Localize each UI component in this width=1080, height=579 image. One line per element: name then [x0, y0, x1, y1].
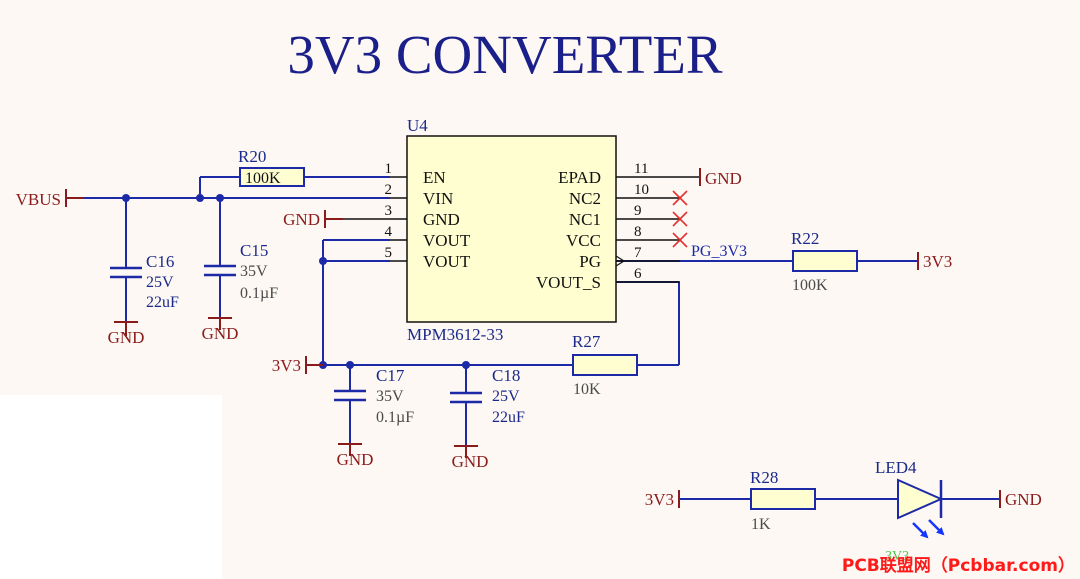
pin-number: 3: [385, 203, 393, 219]
resistor-value: 100K: [245, 170, 281, 187]
resistor-ref: R22: [791, 229, 819, 248]
resistor-ref: R27: [572, 332, 601, 351]
capacitor-c18: [450, 391, 482, 404]
power-label-gnd: GND: [705, 169, 742, 188]
pin-number: 2: [385, 182, 393, 198]
white-background-patch: [0, 395, 222, 579]
capacitor-voltage: 25V: [492, 388, 520, 405]
pin-number: 5: [385, 245, 393, 261]
pin-number: 7: [634, 245, 642, 261]
led-emission-arrow: [928, 519, 945, 536]
no-connects: [672, 190, 688, 248]
capacitor-value: 0.1µF: [240, 285, 278, 302]
capacitor-ref: C18: [492, 366, 520, 385]
resistor-r22: R22 100K: [791, 229, 858, 294]
pin-name: NC2: [569, 189, 601, 208]
watermark: PCB联盟网（Pcbbar.com）: [842, 555, 1075, 576]
pin-name: VIN: [423, 189, 453, 208]
junction-dot: [319, 257, 327, 265]
pin-number: 1: [385, 161, 393, 177]
pin-number: 8: [634, 224, 642, 240]
resistor-ref: R28: [750, 468, 778, 487]
capacitor-voltage: 35V: [240, 263, 268, 280]
pg-output-marker: [615, 255, 626, 267]
pin-name: VOUT: [423, 252, 471, 271]
capacitor-voltage: 25V: [146, 274, 174, 291]
power-label-gnd: GND: [202, 324, 239, 343]
pin-name: EPAD: [558, 168, 601, 187]
junction-dot: [462, 361, 470, 369]
power-label-3v3: 3V3: [645, 490, 674, 509]
led-emission-arrow: [912, 522, 929, 539]
resistor-value: 1K: [751, 516, 771, 533]
watermark-ghost: 3V3: [885, 549, 909, 564]
net-label-pg: PG_3V3: [691, 243, 747, 260]
no-connect-cross: [672, 190, 688, 206]
resistor-value: 100K: [792, 277, 828, 294]
power-label-gnd: GND: [337, 450, 374, 469]
capacitor-value: 22uF: [492, 409, 525, 426]
ic-u4: U4 MPM3612-33 1 2 3 4 5 EN VIN GND VOUT …: [385, 116, 650, 344]
capacitor-c17: [334, 389, 366, 402]
pin-name: PG: [579, 252, 601, 271]
power-label-gnd: GND: [283, 210, 320, 229]
pin-name: EN: [423, 168, 446, 187]
pin-name: VOUT: [423, 231, 471, 250]
resistor-r28: R28 1K: [750, 468, 816, 533]
led-ref: LED4: [875, 458, 917, 477]
page-title: 3V3 CONVERTER: [287, 24, 722, 85]
capacitor-ref: C15: [240, 241, 268, 260]
pin-number: 11: [634, 161, 648, 177]
power-label-gnd: GND: [1005, 490, 1042, 509]
ic-designator: U4: [407, 116, 428, 135]
power-ports: [65, 168, 1001, 508]
resistor-r20: R20 100K: [238, 147, 305, 187]
capacitor-value: 22uF: [146, 294, 179, 311]
led-triangle: [897, 478, 944, 520]
ic-body: [406, 135, 617, 323]
ic-pin-stubs: [325, 176, 700, 283]
resistor-r27: R27 10K: [572, 332, 638, 398]
capacitor-value: 0.1µF: [376, 409, 414, 426]
pin-name: VCC: [566, 231, 601, 250]
no-connect-cross: [672, 232, 688, 248]
led-led4: LED4: [875, 458, 945, 539]
pin-number: 4: [385, 224, 393, 240]
power-label-3v3: 3V3: [272, 356, 301, 375]
pin-number: 6: [634, 266, 642, 282]
junction-dot: [216, 194, 224, 202]
pin-number: 9: [634, 203, 642, 219]
capacitor-voltage: 35V: [376, 388, 404, 405]
power-label-vbus: VBUS: [16, 190, 61, 209]
junction-dot: [122, 194, 130, 202]
pin-name: GND: [423, 210, 460, 229]
resistor-ref: R20: [238, 147, 266, 166]
capacitor-ref: C17: [376, 366, 405, 385]
pin-number: 10: [634, 182, 649, 198]
pin-name: VOUT_S: [536, 273, 601, 292]
capacitor-ref: C16: [146, 252, 174, 271]
power-label-gnd: GND: [452, 452, 489, 471]
power-label-3v3: 3V3: [923, 252, 952, 271]
capacitor-c16: [110, 266, 142, 279]
junction-dot: [346, 361, 354, 369]
power-label-gnd: GND: [108, 328, 145, 347]
no-connect-cross: [672, 211, 688, 227]
capacitor-c15: [204, 264, 236, 277]
junction-dot: [196, 194, 204, 202]
resistor-value: 10K: [573, 381, 601, 398]
ic-part-number: MPM3612-33: [407, 325, 503, 344]
pin-name: NC1: [569, 210, 601, 229]
